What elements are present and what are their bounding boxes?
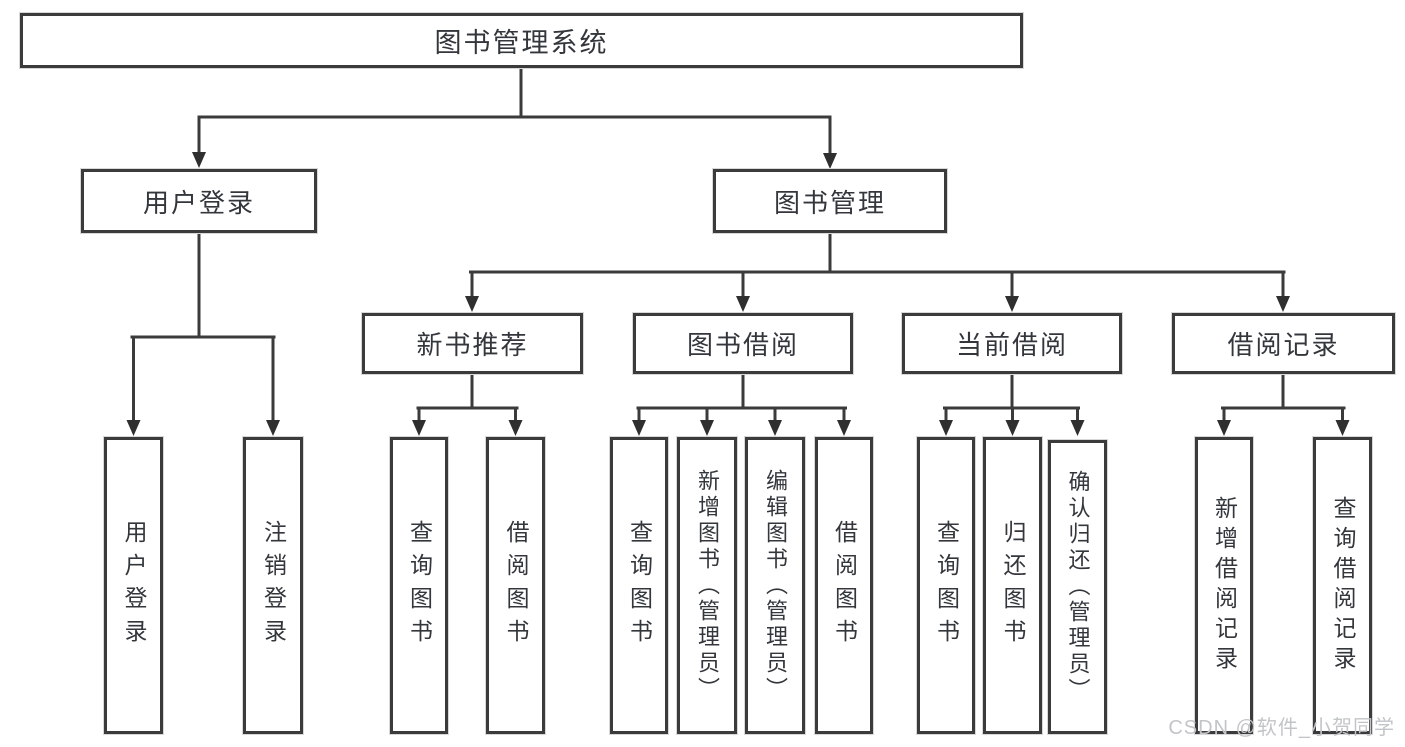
node-label: 确认归还（管理员） <box>1065 470 1091 704</box>
leaf-return-books: 归还图书 <box>983 437 1042 734</box>
leaf-logout: 注销登录 <box>243 437 303 734</box>
node-label: 归还图书 <box>1000 519 1026 652</box>
node-label: 图书管理 <box>773 187 886 218</box>
node-current-borrowing: 当前借阅 <box>902 313 1122 374</box>
node-label: 查询图书 <box>406 519 433 652</box>
node-label: 编辑图书（管理员） <box>763 468 788 703</box>
node-label: 新书推荐 <box>416 330 529 360</box>
leaf-user-login: 用户登录 <box>104 437 163 734</box>
node-borrowing-records: 借阅记录 <box>1172 313 1395 374</box>
csdn-watermark: CSDN @软件_小贺同学 <box>1168 717 1395 739</box>
node-label: 借阅图书 <box>503 519 529 652</box>
leaf-add-borrow-record: 新增借阅记录 <box>1195 437 1253 734</box>
node-label: 注销登录 <box>260 519 287 652</box>
node-label: 借阅记录 <box>1227 330 1340 360</box>
node-label: 查询图书 <box>933 519 960 652</box>
leaf-confirm-return-admin: 确认归还（管理员） <box>1048 440 1107 734</box>
node-book-management: 图书管理 <box>713 169 947 233</box>
leaf-query-books-2: 查询图书 <box>610 437 668 734</box>
leaf-query-borrow-record: 查询借阅记录 <box>1313 437 1372 734</box>
node-label: 图书借阅 <box>686 330 799 360</box>
node-book-borrowing: 图书借阅 <box>633 313 853 374</box>
node-label: 借阅图书 <box>831 519 858 652</box>
node-label: 新增图书（管理员） <box>695 468 720 703</box>
node-user-login: 用户登录 <box>81 169 317 233</box>
leaf-borrow-books-2: 借阅图书 <box>815 437 873 734</box>
leaf-add-book-admin: 新增图书（管理员） <box>677 437 737 734</box>
leaf-borrow-books-1: 借阅图书 <box>486 437 545 734</box>
node-root-library-system: 图书管理系统 <box>20 13 1023 68</box>
node-label: 用户登录 <box>142 187 255 218</box>
node-label: 新增借阅记录 <box>1211 495 1238 676</box>
leaf-query-books-1: 查询图书 <box>390 437 448 734</box>
node-label: 图书管理系统 <box>434 28 609 58</box>
node-new-book-recommend: 新书推荐 <box>362 313 583 374</box>
node-label: 查询图书 <box>626 519 653 652</box>
node-label: 查询借阅记录 <box>1330 495 1356 676</box>
leaf-query-books-3: 查询图书 <box>917 437 975 734</box>
node-label: 当前借阅 <box>955 330 1068 360</box>
node-label: 用户登录 <box>121 519 147 652</box>
leaf-edit-book-admin: 编辑图书（管理员） <box>745 437 805 734</box>
